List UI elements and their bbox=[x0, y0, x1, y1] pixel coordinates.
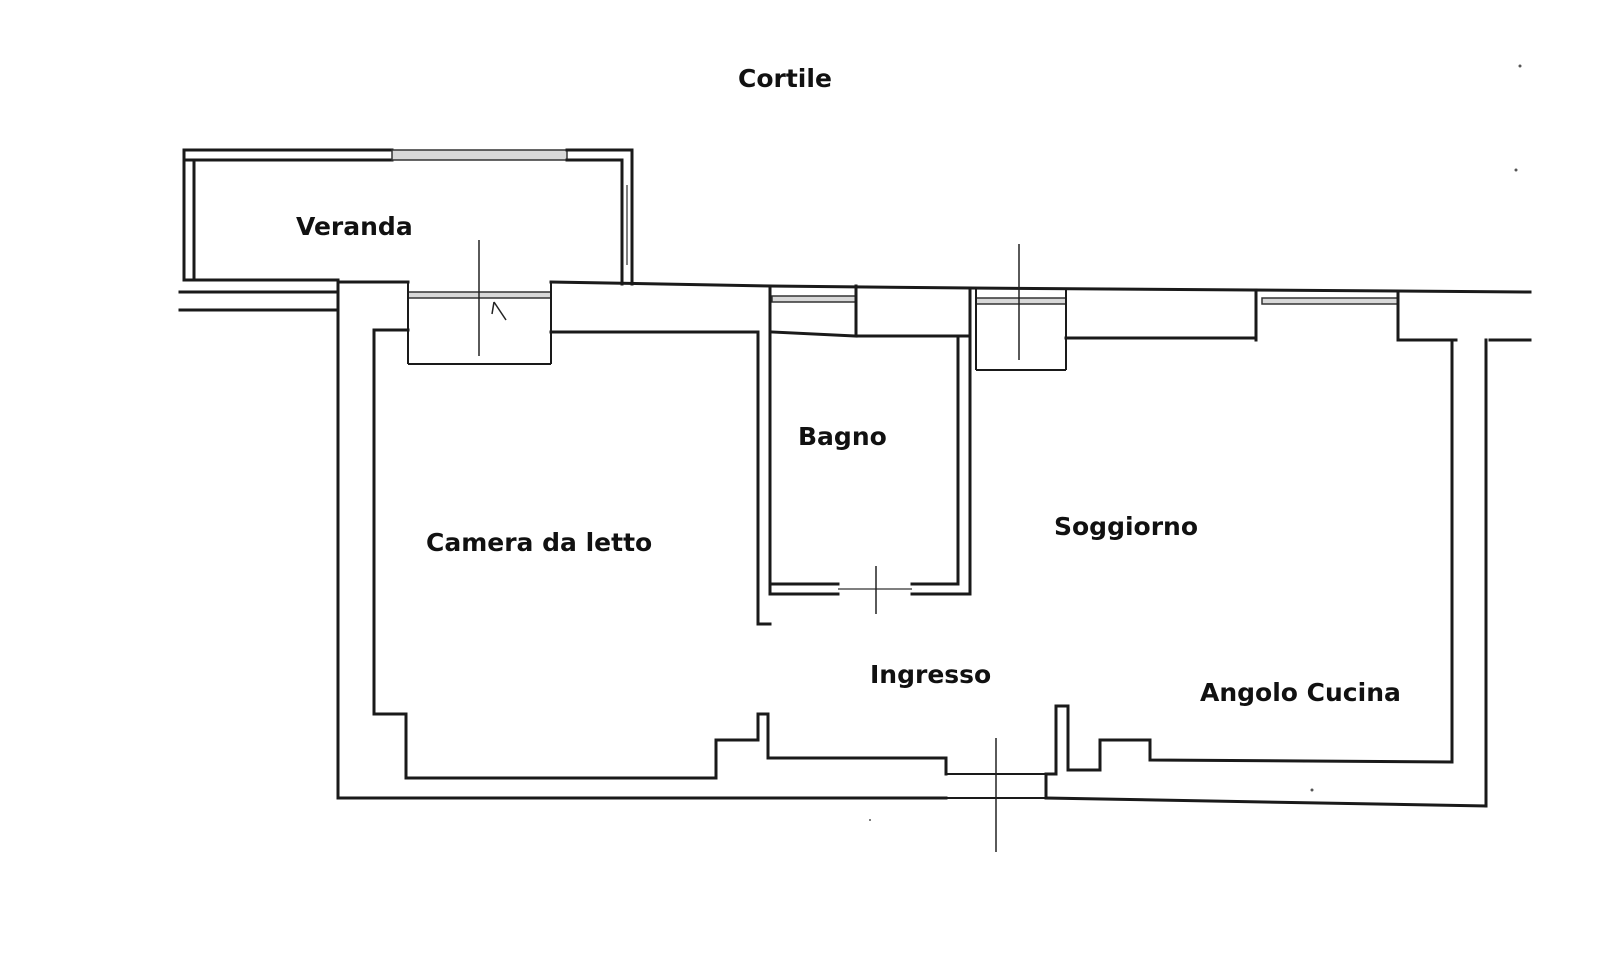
room-label-entrance: Ingresso bbox=[870, 660, 992, 689]
courtyard-label: Cortile bbox=[738, 64, 832, 93]
room-label-living: Soggiorno bbox=[1054, 512, 1199, 541]
bathroom-window bbox=[770, 284, 972, 338]
bedroom-window bbox=[407, 240, 552, 365]
west-wall bbox=[336, 280, 760, 800]
veranda-walls bbox=[182, 148, 634, 286]
south-wall bbox=[336, 704, 1488, 852]
east-wall bbox=[1450, 338, 1488, 808]
room-label-bathroom: Bagno bbox=[798, 422, 887, 451]
scan-specks bbox=[869, 64, 1522, 821]
room-label-veranda: Veranda bbox=[296, 212, 413, 241]
exterior-wall-left bbox=[178, 290, 340, 312]
room-label-kitchen: Angolo Cucina bbox=[1200, 678, 1401, 707]
bathroom-walls bbox=[756, 284, 972, 626]
living-room-windows bbox=[975, 244, 1400, 371]
room-label-bedroom: Camera da letto bbox=[426, 528, 653, 557]
north-wall bbox=[336, 280, 1532, 342]
